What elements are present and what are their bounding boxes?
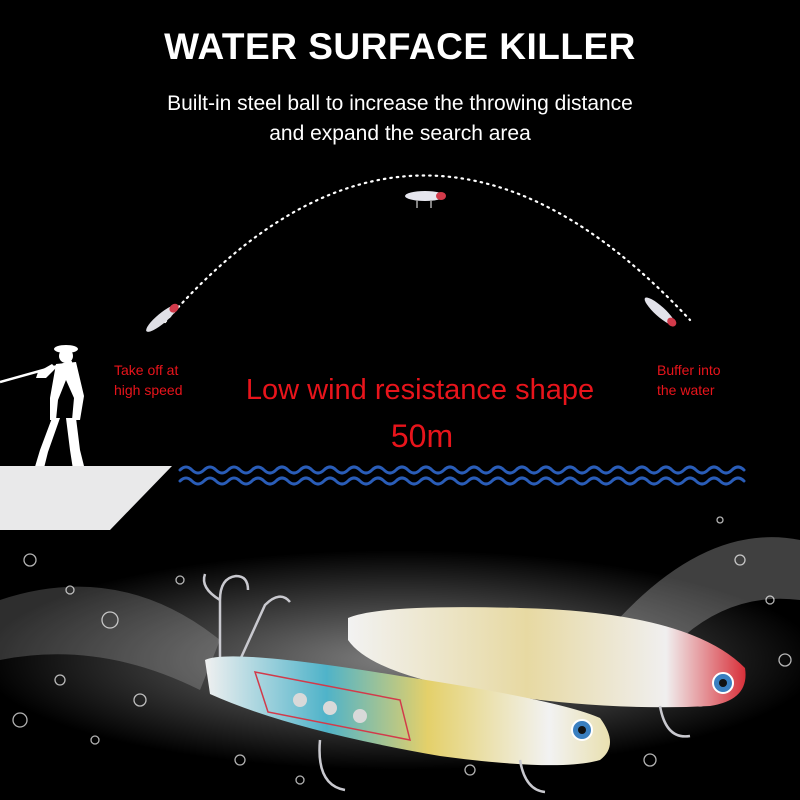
subtitle-line-1: Built-in steel ball to increase the thro…	[167, 92, 633, 115]
lure-icon	[405, 191, 446, 208]
feature-text: Low wind resistance shape	[245, 374, 595, 406]
buffer-label: Buffer into the water	[657, 360, 721, 400]
wave-icon	[178, 465, 746, 486]
buffer-label-line-1: Buffer into	[657, 362, 721, 378]
angler-silhouette-icon	[0, 345, 86, 476]
cast-trajectory-arc	[163, 174, 692, 324]
lure-icon	[146, 303, 179, 332]
headline: WATER SURFACE KILLER	[164, 26, 636, 67]
takeoff-label-line-2: high speed	[114, 382, 183, 398]
lure-icon	[644, 297, 677, 327]
takeoff-label: Take off at high speed	[114, 360, 183, 400]
lure-icon	[348, 607, 746, 738]
shore-platform	[0, 466, 172, 530]
subtitle-line-2: and expand the search area	[269, 122, 531, 145]
takeoff-label-line-1: Take off at	[114, 362, 179, 378]
buffer-label-line-2: the water	[657, 382, 715, 398]
lure-icon	[205, 656, 610, 794]
treble-hook-icon	[202, 573, 291, 665]
distance-text: 50m	[390, 418, 454, 454]
